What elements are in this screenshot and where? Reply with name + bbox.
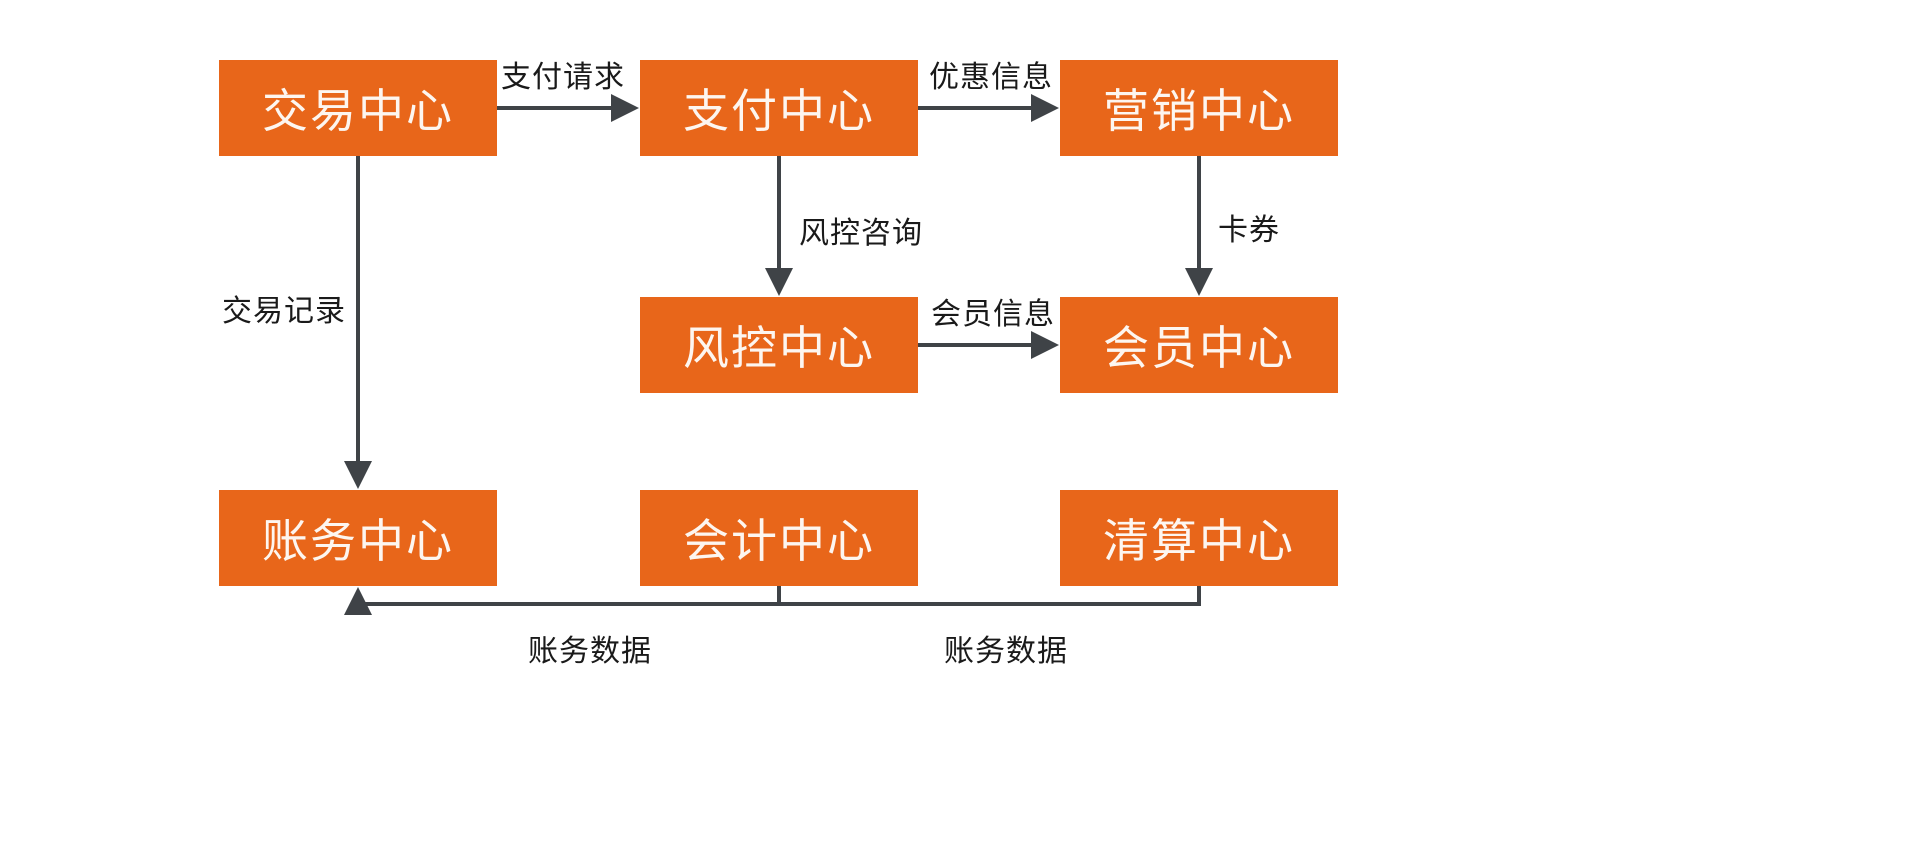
node-accounting-center[interactable]: 会计中心 [640, 490, 918, 586]
node-label: 会计中心 [683, 515, 875, 567]
node-label: 营销中心 [1103, 85, 1295, 137]
node-label: 交易中心 [262, 85, 454, 137]
node-label: 账务中心 [262, 515, 454, 567]
node-trade-center[interactable]: 交易中心 [219, 60, 497, 156]
edge-label-billing-data-left: 账务数据 [528, 635, 652, 668]
node-payment-center[interactable]: 支付中心 [640, 60, 918, 156]
node-clearing-center[interactable]: 清算中心 [1060, 490, 1338, 586]
node-label: 会员中心 [1103, 322, 1295, 374]
edge-accounting-to-billing [344, 586, 781, 615]
edge-label-promotion-info: 优惠信息 [929, 61, 1053, 94]
edge-label-coupon: 卡券 [1218, 214, 1280, 247]
node-label: 风控中心 [683, 322, 875, 374]
node-label: 清算中心 [1103, 515, 1295, 567]
edge-label-member-info: 会员信息 [931, 298, 1055, 331]
node-label: 支付中心 [683, 85, 875, 137]
edge-label-billing-data-right: 账务数据 [944, 635, 1068, 668]
edge-label-risk-consult: 风控咨询 [799, 217, 923, 250]
node-member-center[interactable]: 会员中心 [1060, 297, 1338, 393]
edge-label-trade-record: 交易记录 [222, 295, 346, 328]
edge-clearing-to-billing [358, 586, 1201, 606]
node-billing-center[interactable]: 账务中心 [219, 490, 497, 586]
node-marketing-center[interactable]: 营销中心 [1060, 60, 1338, 156]
edge-label-payment-request: 支付请求 [501, 61, 625, 94]
node-risk-control-center[interactable]: 风控中心 [640, 297, 918, 393]
